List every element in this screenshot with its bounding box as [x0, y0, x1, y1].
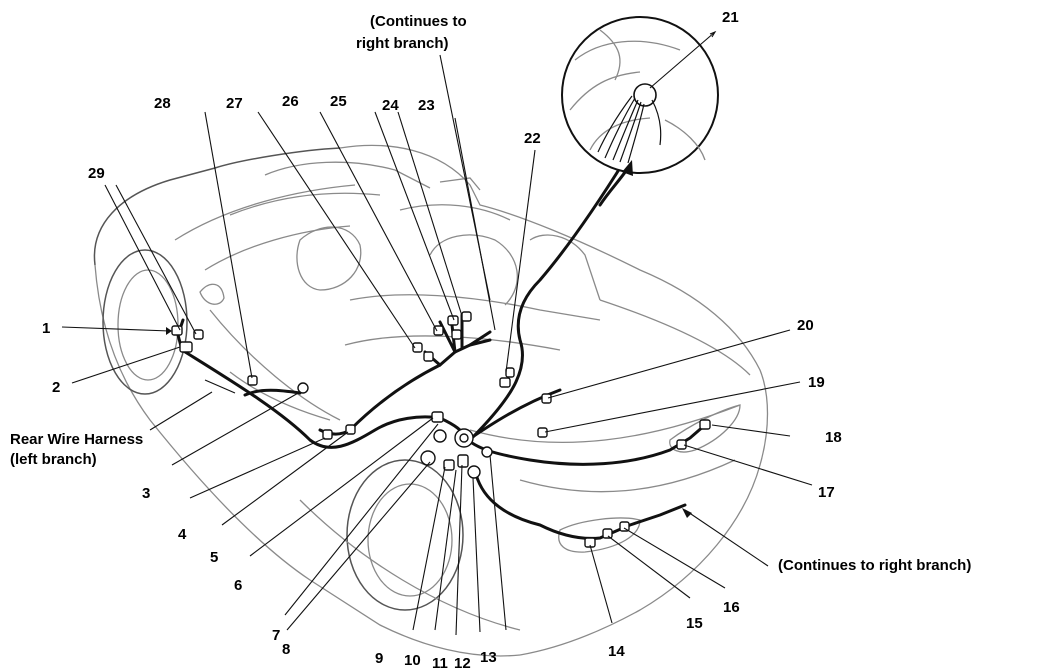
car-body-outline	[93, 144, 769, 657]
callout-6: 6	[234, 577, 242, 594]
connectors	[171, 311, 711, 548]
callout-7: 7	[272, 627, 280, 644]
captions: (Continues to right branch) Rear Wire Ha…	[10, 13, 971, 574]
callout-16: 16	[723, 599, 740, 616]
callout-2: 2	[52, 379, 60, 396]
callout-21: 21	[722, 9, 739, 26]
callout-15: 15	[686, 615, 703, 632]
caption-continues-top-2: right branch)	[356, 35, 449, 52]
callout-18: 18	[825, 429, 842, 446]
rear-wire-harness	[176, 158, 707, 540]
detail-inset	[561, 16, 719, 174]
callout-11: 11	[432, 655, 448, 670]
caption-continues-right: (Continues to right branch)	[778, 557, 971, 574]
callout-29: 29	[88, 165, 105, 182]
callout-9: 9	[375, 650, 383, 667]
callout-3: 3	[142, 485, 150, 502]
callout-13: 13	[480, 649, 497, 666]
callout-24: 24	[382, 97, 399, 114]
callout-20: 20	[797, 317, 814, 334]
callout-22: 22	[524, 130, 541, 147]
callout-12: 12	[454, 655, 471, 670]
callout-4: 4	[178, 526, 187, 543]
inset-arrow	[598, 166, 630, 207]
callout-28: 28	[154, 95, 171, 112]
caption-continues-top-1: (Continues to	[370, 13, 467, 30]
callout-numbers: 1 2 3 4 5 6 7 8 9 10 11 12 13 14 15 16 1…	[42, 9, 842, 670]
callout-19: 19	[808, 374, 825, 391]
callout-5: 5	[210, 549, 218, 566]
leader-lines	[61, 54, 813, 636]
callout-23: 23	[418, 97, 435, 114]
inset-arrowhead	[622, 160, 633, 176]
callout-14: 14	[608, 643, 625, 660]
caption-harness-2: (left branch)	[10, 451, 97, 468]
callout-17: 17	[818, 484, 835, 501]
callout-26: 26	[282, 93, 299, 110]
callout-27: 27	[226, 95, 243, 112]
callout-10: 10	[404, 652, 421, 669]
callout-8: 8	[282, 641, 290, 658]
callout-25: 25	[330, 93, 347, 110]
caption-harness-1: Rear Wire Harness	[10, 431, 143, 448]
callout-1: 1	[42, 320, 50, 337]
